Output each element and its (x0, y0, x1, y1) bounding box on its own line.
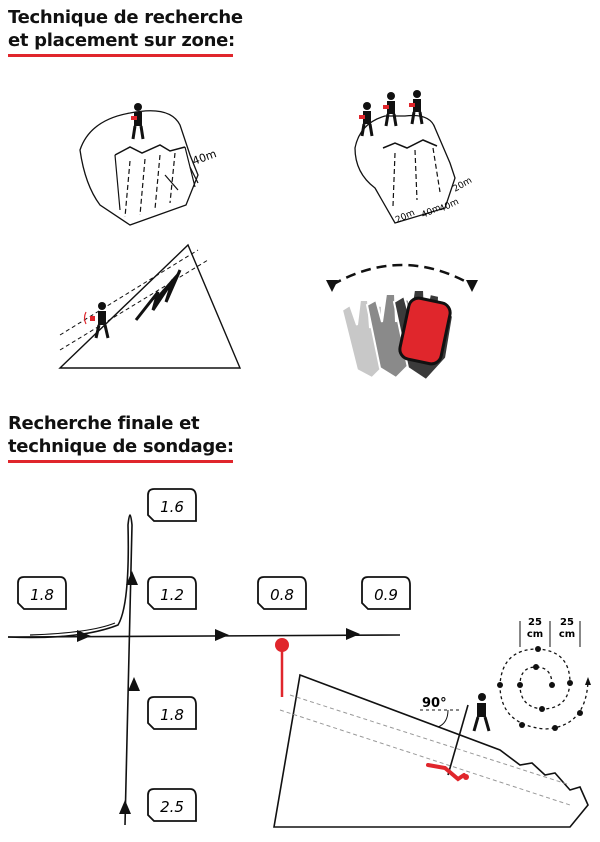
searcher-icon (83, 302, 110, 339)
spacing-40m-b: 40m (438, 197, 461, 215)
arrow-up-icon (128, 677, 140, 691)
reading-display-center: 1.2 (147, 576, 197, 610)
arrow-right-icon (77, 630, 91, 642)
section-title-search-technique: Technique de recherche et placement sur … (8, 6, 243, 57)
heading-underline (8, 460, 233, 463)
probe-angle-label: 90° (422, 696, 447, 711)
reading-value: 0.8 (270, 586, 294, 604)
reading-value: 1.2 (160, 586, 184, 604)
slope-search-diagram (58, 243, 242, 369)
reading-value: 0.9 (374, 586, 398, 604)
signal-marker (275, 638, 289, 697)
single-searcher-diagram: 40m (79, 103, 219, 226)
searcher-icon (359, 102, 374, 137)
arrow-up-icon (119, 800, 131, 814)
transceiver-icon (398, 296, 452, 366)
spacing-value-a: 25 (528, 617, 542, 628)
heading-underline (8, 54, 233, 57)
spacing-unit-a: cm (527, 629, 543, 640)
searcher-icon (131, 103, 145, 140)
reading-value: 1.8 (160, 706, 184, 724)
multi-searcher-diagram: 20m 40m 40m 20m (354, 90, 474, 226)
reading-display-right-1: 0.8 (257, 576, 307, 610)
heading-line-2: et placement sur zone: (8, 30, 235, 51)
reading-display-bottom: 2.5 (147, 788, 197, 822)
spacing-20m-left: 20m (394, 208, 417, 226)
spacing-value-b: 25 (560, 617, 574, 628)
reading-value: 1.6 (160, 498, 184, 516)
arrow-up-icon (126, 571, 138, 585)
arrow-right-icon (215, 629, 229, 641)
rescuer-icon (472, 693, 491, 732)
spacing-label: 40m (191, 147, 219, 168)
buried-victim-icon (426, 763, 469, 782)
glove-sweep-diagram (326, 263, 478, 382)
reading-display-left: 1.8 (17, 576, 67, 610)
transceiver-icon (90, 316, 95, 321)
arrow-right-icon (466, 280, 478, 292)
arrow-left-icon (326, 280, 338, 292)
reading-display-top: 1.6 (147, 488, 197, 522)
arrow-right-icon (346, 628, 360, 640)
spacing-unit-b: cm (559, 629, 575, 640)
searcher-icon (409, 90, 424, 125)
reading-display-right-2: 0.9 (361, 576, 411, 610)
reading-value: 2.5 (160, 798, 184, 816)
arrow-up-icon (585, 677, 591, 685)
heading-line-1: Technique de recherche (8, 7, 243, 28)
probing-diagram: 90° 25 cm 25 cm (273, 617, 591, 828)
heading-line-1: Recherche finale et (8, 413, 200, 434)
probe-pole (447, 704, 469, 776)
probe-spiral (497, 621, 591, 731)
reading-display-below: 1.8 (147, 696, 197, 730)
cross-search-diagram: 1.6 1.8 1.2 0.8 0.9 1.8 2.5 (7, 488, 411, 826)
section-title-final-search: Recherche finale et technique de sondage… (8, 412, 234, 463)
heading-line-2: technique de sondage: (8, 436, 234, 457)
reading-value: 1.8 (30, 586, 54, 604)
searcher-icon (383, 92, 398, 127)
